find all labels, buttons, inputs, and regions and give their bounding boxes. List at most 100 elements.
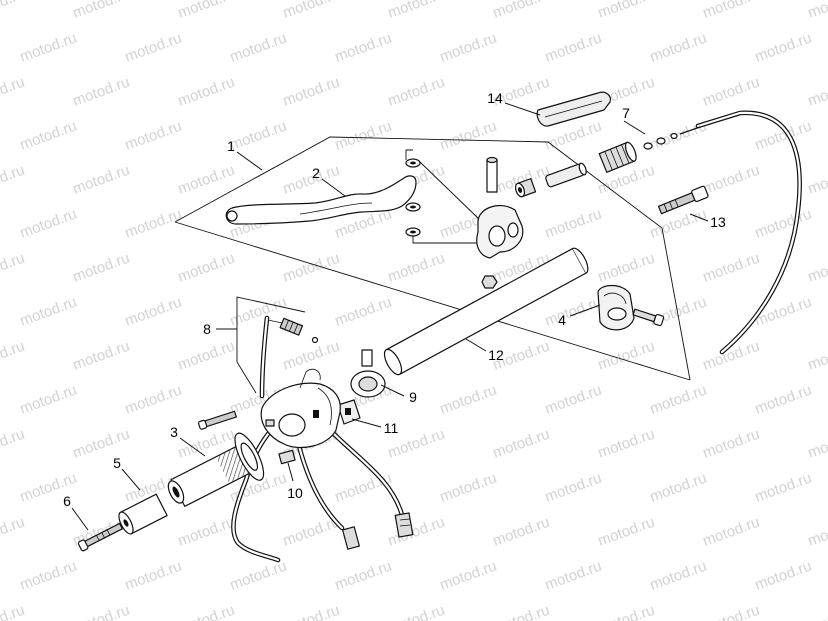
watermark-text: motod.ru <box>71 0 132 22</box>
watermark-text: motod.ru <box>0 514 27 550</box>
watermark-text: motod.ru <box>753 30 814 66</box>
watermark-text: motod.ru <box>123 30 184 66</box>
watermark-text: motod.ru <box>438 558 499 594</box>
watermark-text: motod.ru <box>386 0 447 22</box>
watermark-text: motod.ru <box>806 514 828 550</box>
watermark-text: motod.ru <box>18 294 79 330</box>
throttle-ring <box>350 349 386 398</box>
watermark-text: motod.ru <box>123 558 184 594</box>
watermark-text: motod.ru <box>71 74 132 110</box>
watermark-text: motod.ru <box>543 206 604 242</box>
watermark-text: motod.ru <box>806 0 828 22</box>
watermark-text: motod.ru <box>806 162 828 198</box>
watermark-text: motod.ru <box>701 74 762 110</box>
watermark-text: motod.ru <box>701 162 762 198</box>
watermark-text: motod.ru <box>386 602 447 621</box>
callout-label-8: 8 <box>203 321 211 337</box>
watermark-text: motod.ru <box>596 426 657 462</box>
watermark-text: motod.ru <box>333 294 394 330</box>
watermark-text: motod.ru <box>281 0 342 22</box>
watermark-text: motod.ru <box>333 558 394 594</box>
leader-line-10 <box>287 462 294 482</box>
leader-line-6 <box>71 507 89 531</box>
watermark-text: motod.ru <box>0 74 27 110</box>
cable-adjuster-barrel <box>598 141 637 173</box>
watermark-text: motod.ru <box>701 426 762 462</box>
watermark-text: motod.ru <box>438 30 499 66</box>
watermark-text: motod.ru <box>333 118 394 154</box>
watermark-text: motod.ru <box>386 74 447 110</box>
leader-line-12 <box>465 338 487 352</box>
callout-labels: 1 2 3 4 5 6 7 8 9 10 11 12 13 14 <box>63 90 726 509</box>
watermark-text: motod.ru <box>596 514 657 550</box>
watermark-text: motod.ru <box>386 514 447 550</box>
watermark-text: motod.ru <box>596 338 657 374</box>
watermark-text: motod.ru <box>176 0 237 22</box>
watermark-text: motod.ru <box>0 338 27 374</box>
watermark-text: motod.ru <box>123 118 184 154</box>
watermark-text: motod.ru <box>281 250 342 286</box>
lever-grip-cover <box>536 91 611 127</box>
watermark-text: motod.ru <box>596 250 657 286</box>
cable-nipple <box>311 336 319 344</box>
outline-washer-bracket-lower <box>412 236 478 244</box>
watermark-text: motod.ru <box>806 602 828 621</box>
watermark-text: motod.ru <box>648 30 709 66</box>
watermark-text: motod.ru <box>0 162 27 198</box>
throttle-housing <box>260 368 341 449</box>
watermark-text: motod.ru <box>543 294 604 330</box>
watermark-text: motod.ru <box>281 74 342 110</box>
watermark-text: motod.ru <box>71 338 132 374</box>
watermark-text: motod.ru <box>176 162 237 198</box>
outline-lever-group-bottom <box>174 221 691 381</box>
watermark-text: motod.ru <box>386 250 447 286</box>
watermark-text: motod.ru <box>71 162 132 198</box>
callout-label-6: 6 <box>63 493 71 509</box>
watermark-text: motod.ru <box>753 382 814 418</box>
switch-wiring <box>231 429 414 563</box>
watermark-text: motod.ru <box>333 470 394 506</box>
adjuster-sleeve <box>545 162 587 188</box>
leader-line-11 <box>351 418 382 428</box>
callout-label-11: 11 <box>384 420 399 436</box>
watermark-text: motod.ru <box>18 558 79 594</box>
leader-line-2 <box>321 178 346 197</box>
watermark-text: motod.ru <box>123 206 184 242</box>
leader-line-5 <box>121 468 141 491</box>
callout-label-5: 5 <box>113 455 121 471</box>
long-bolt <box>657 185 709 215</box>
callout-label-10: 10 <box>287 485 303 501</box>
watermark-text: motod.ru <box>0 602 27 621</box>
watermark-text: motod.ru <box>18 382 79 418</box>
watermark-text: motod.ru <box>596 0 657 22</box>
watermark-text: motod.ru <box>123 294 184 330</box>
watermark-text: motod.ru <box>438 382 499 418</box>
watermark-text: motod.ru <box>71 250 132 286</box>
watermark-text: motod.ru <box>806 74 828 110</box>
clamp-screw <box>632 308 665 327</box>
watermark-text: motod.ru <box>753 118 814 154</box>
watermark-text: motod.ru <box>0 426 27 462</box>
leader-line-9 <box>380 384 405 397</box>
watermark-text: motod.ru <box>543 470 604 506</box>
bushing <box>514 178 537 198</box>
watermark-text: motod.ru <box>18 118 79 154</box>
watermark-text: motod.ru <box>701 250 762 286</box>
leader-line-7 <box>623 120 646 135</box>
watermark-text: motod.ru <box>701 602 762 621</box>
watermark-text: motod.ru <box>491 0 552 22</box>
watermark-text: motod.ru <box>71 602 132 621</box>
watermark-text: motod.ru <box>543 558 604 594</box>
watermark-text: motod.ru <box>701 514 762 550</box>
watermark-text: motod.ru <box>281 602 342 621</box>
throttle-cable <box>259 315 319 399</box>
throttle-stop <box>278 449 296 465</box>
watermark-text: motod.ru <box>491 514 552 550</box>
watermark-text: motod.ru <box>596 602 657 621</box>
assembly-outlines <box>174 136 691 394</box>
watermark-text: motod.ru <box>176 602 237 621</box>
watermark-text: motod.ru <box>281 338 342 374</box>
watermark-text: motod.ru <box>176 514 237 550</box>
outline-washer-bracket-upper <box>405 149 413 160</box>
cable-nut-2 <box>656 137 666 145</box>
